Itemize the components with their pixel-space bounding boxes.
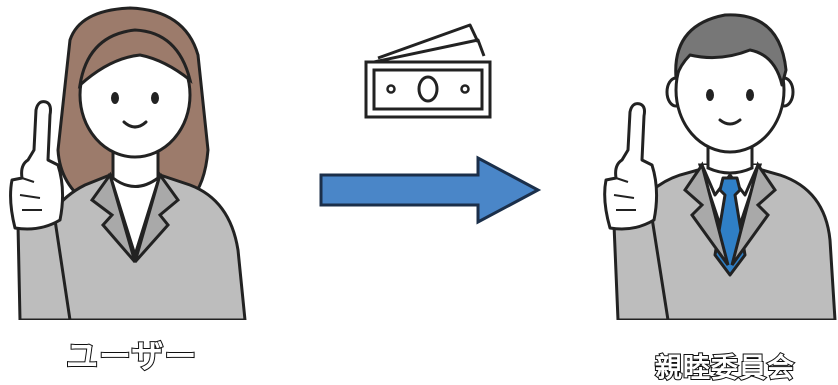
- receiver-label: 親睦委員会: [654, 352, 795, 385]
- sender-label: ユーザー: [65, 336, 198, 376]
- arrow-right-icon: [319, 155, 542, 225]
- committee-figure-illustration: [603, 13, 837, 320]
- user-figure-illustration: [9, 6, 247, 320]
- banknotes-icon: [364, 23, 492, 119]
